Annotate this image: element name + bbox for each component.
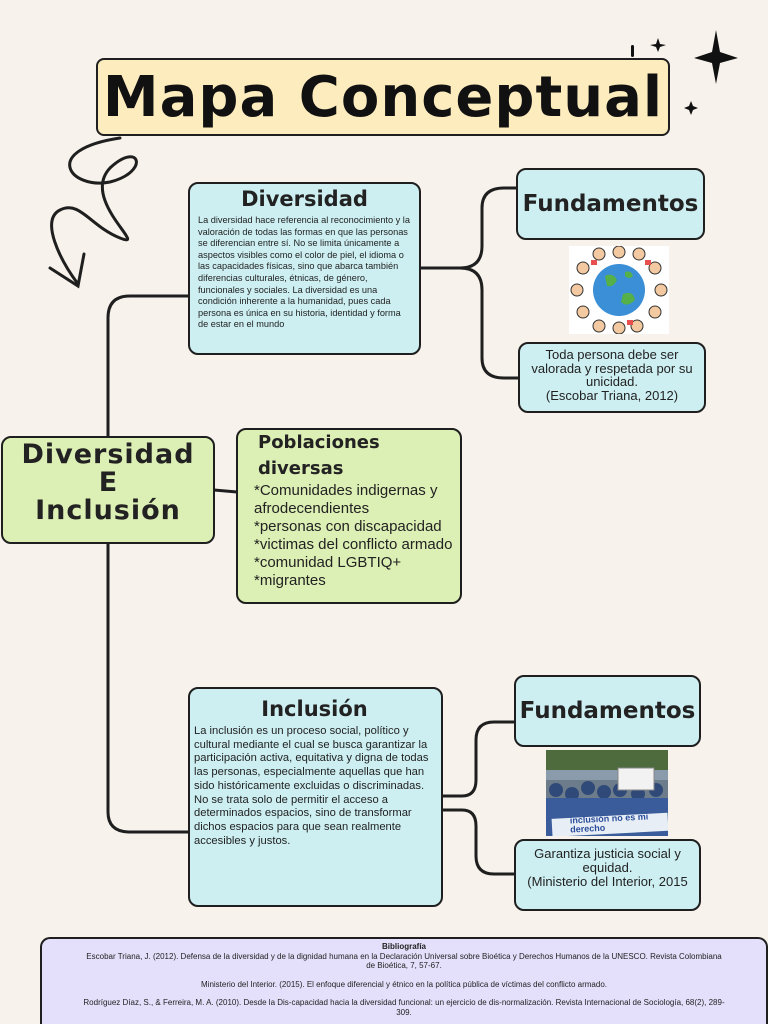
fundamentos-bottom-citation: (Ministerio del Interior, 2015 [527,874,688,889]
center-box: Diversidad E Inclusión [1,436,215,544]
trunk-bottom [106,542,192,834]
title-box: Mapa Conceptual [96,58,670,136]
sparkle-large-icon [694,30,738,84]
curl-arrow [50,136,138,286]
poblaciones-item: *Comunidades indigernas y afrodecendient… [254,482,438,517]
bibliografia-title: Bibliografía [381,942,426,951]
poblaciones-box: Poblaciones diversas *Comunidades indige… [236,428,462,604]
fundamentos-top-heading: Fundamentos [522,191,699,217]
poblaciones-item: *migrantes [254,572,326,589]
page-title: Mapa Conceptual [102,64,664,130]
poblaciones-item: *personas con discapacidad [254,518,442,535]
inclusion-branch-up [440,720,516,798]
sparkle-small-icon [684,101,698,115]
center-to-poblaciones [212,488,239,494]
sparkle-icons [631,30,738,115]
bibliografia-entry: Rodríguez Díaz, S., & Ferreira, M. A. (2… [83,998,725,1017]
inclusion-heading: Inclusión [261,697,368,721]
fundamentos-bottom-box: Fundamentos [514,675,701,747]
inclusion-box: Inclusión La inclusión es un proceso soc… [188,687,443,907]
poblaciones-heading: Poblaciones diversas [258,432,380,479]
center-line-2: E [98,467,118,498]
inclusion-text: La inclusión es un proceso social, polít… [194,725,429,847]
diversidad-branch-up [458,186,520,270]
center-line-1: Diversidad [21,439,195,470]
fundamentos-top-citation: (Escobar Triana, 2012) [545,387,679,403]
fundamentos-top-box: Fundamentos [516,168,705,240]
inclusion-branch-down [440,808,516,876]
center-line-3: Inclusión [35,495,181,526]
fundamentos-bottom-quote: Garantiza justicia social y equidad. [534,846,681,875]
diversidad-box: Diversidad La diversidad hace referencia… [188,182,421,355]
sparkle-dot-icon [631,45,634,57]
bibliografia-entry: Escobar Triana, J. (2012). Defensa de la… [86,951,722,971]
fundamentos-bottom-heading: Fundamentos [519,698,696,724]
poblaciones-item: *victimas del conflicto armado [254,536,453,553]
diversidad-text: La diversidad hace referencia al reconoc… [198,215,410,330]
curl-arrow-head [48,252,86,289]
trunk-top [106,294,192,438]
protest-photo-icon: inclusión no es mi derecho [546,750,668,836]
diversidad-branch-down [458,266,520,380]
sparkle-small-icon [650,38,666,52]
fundamentos-bottom-quote-box: Garantiza justicia social y equidad. (Mi… [514,839,701,911]
diversidad-heading: Diversidad [241,187,368,211]
fundamentos-top-quote: Toda persona debe ser valorada y respeta… [531,347,693,389]
globe-children-icon [569,245,669,335]
bibliografia-box: Bibliografía Escobar Triana, J. (2012). … [40,937,768,1024]
fundamentos-top-quote-box: Toda persona debe ser valorada y respeta… [518,342,706,413]
bibliografia-entry: Ministerio del Interior. (2015). El enfo… [201,979,607,989]
poblaciones-item: *comunidad LGBTIQ+ [254,554,402,571]
